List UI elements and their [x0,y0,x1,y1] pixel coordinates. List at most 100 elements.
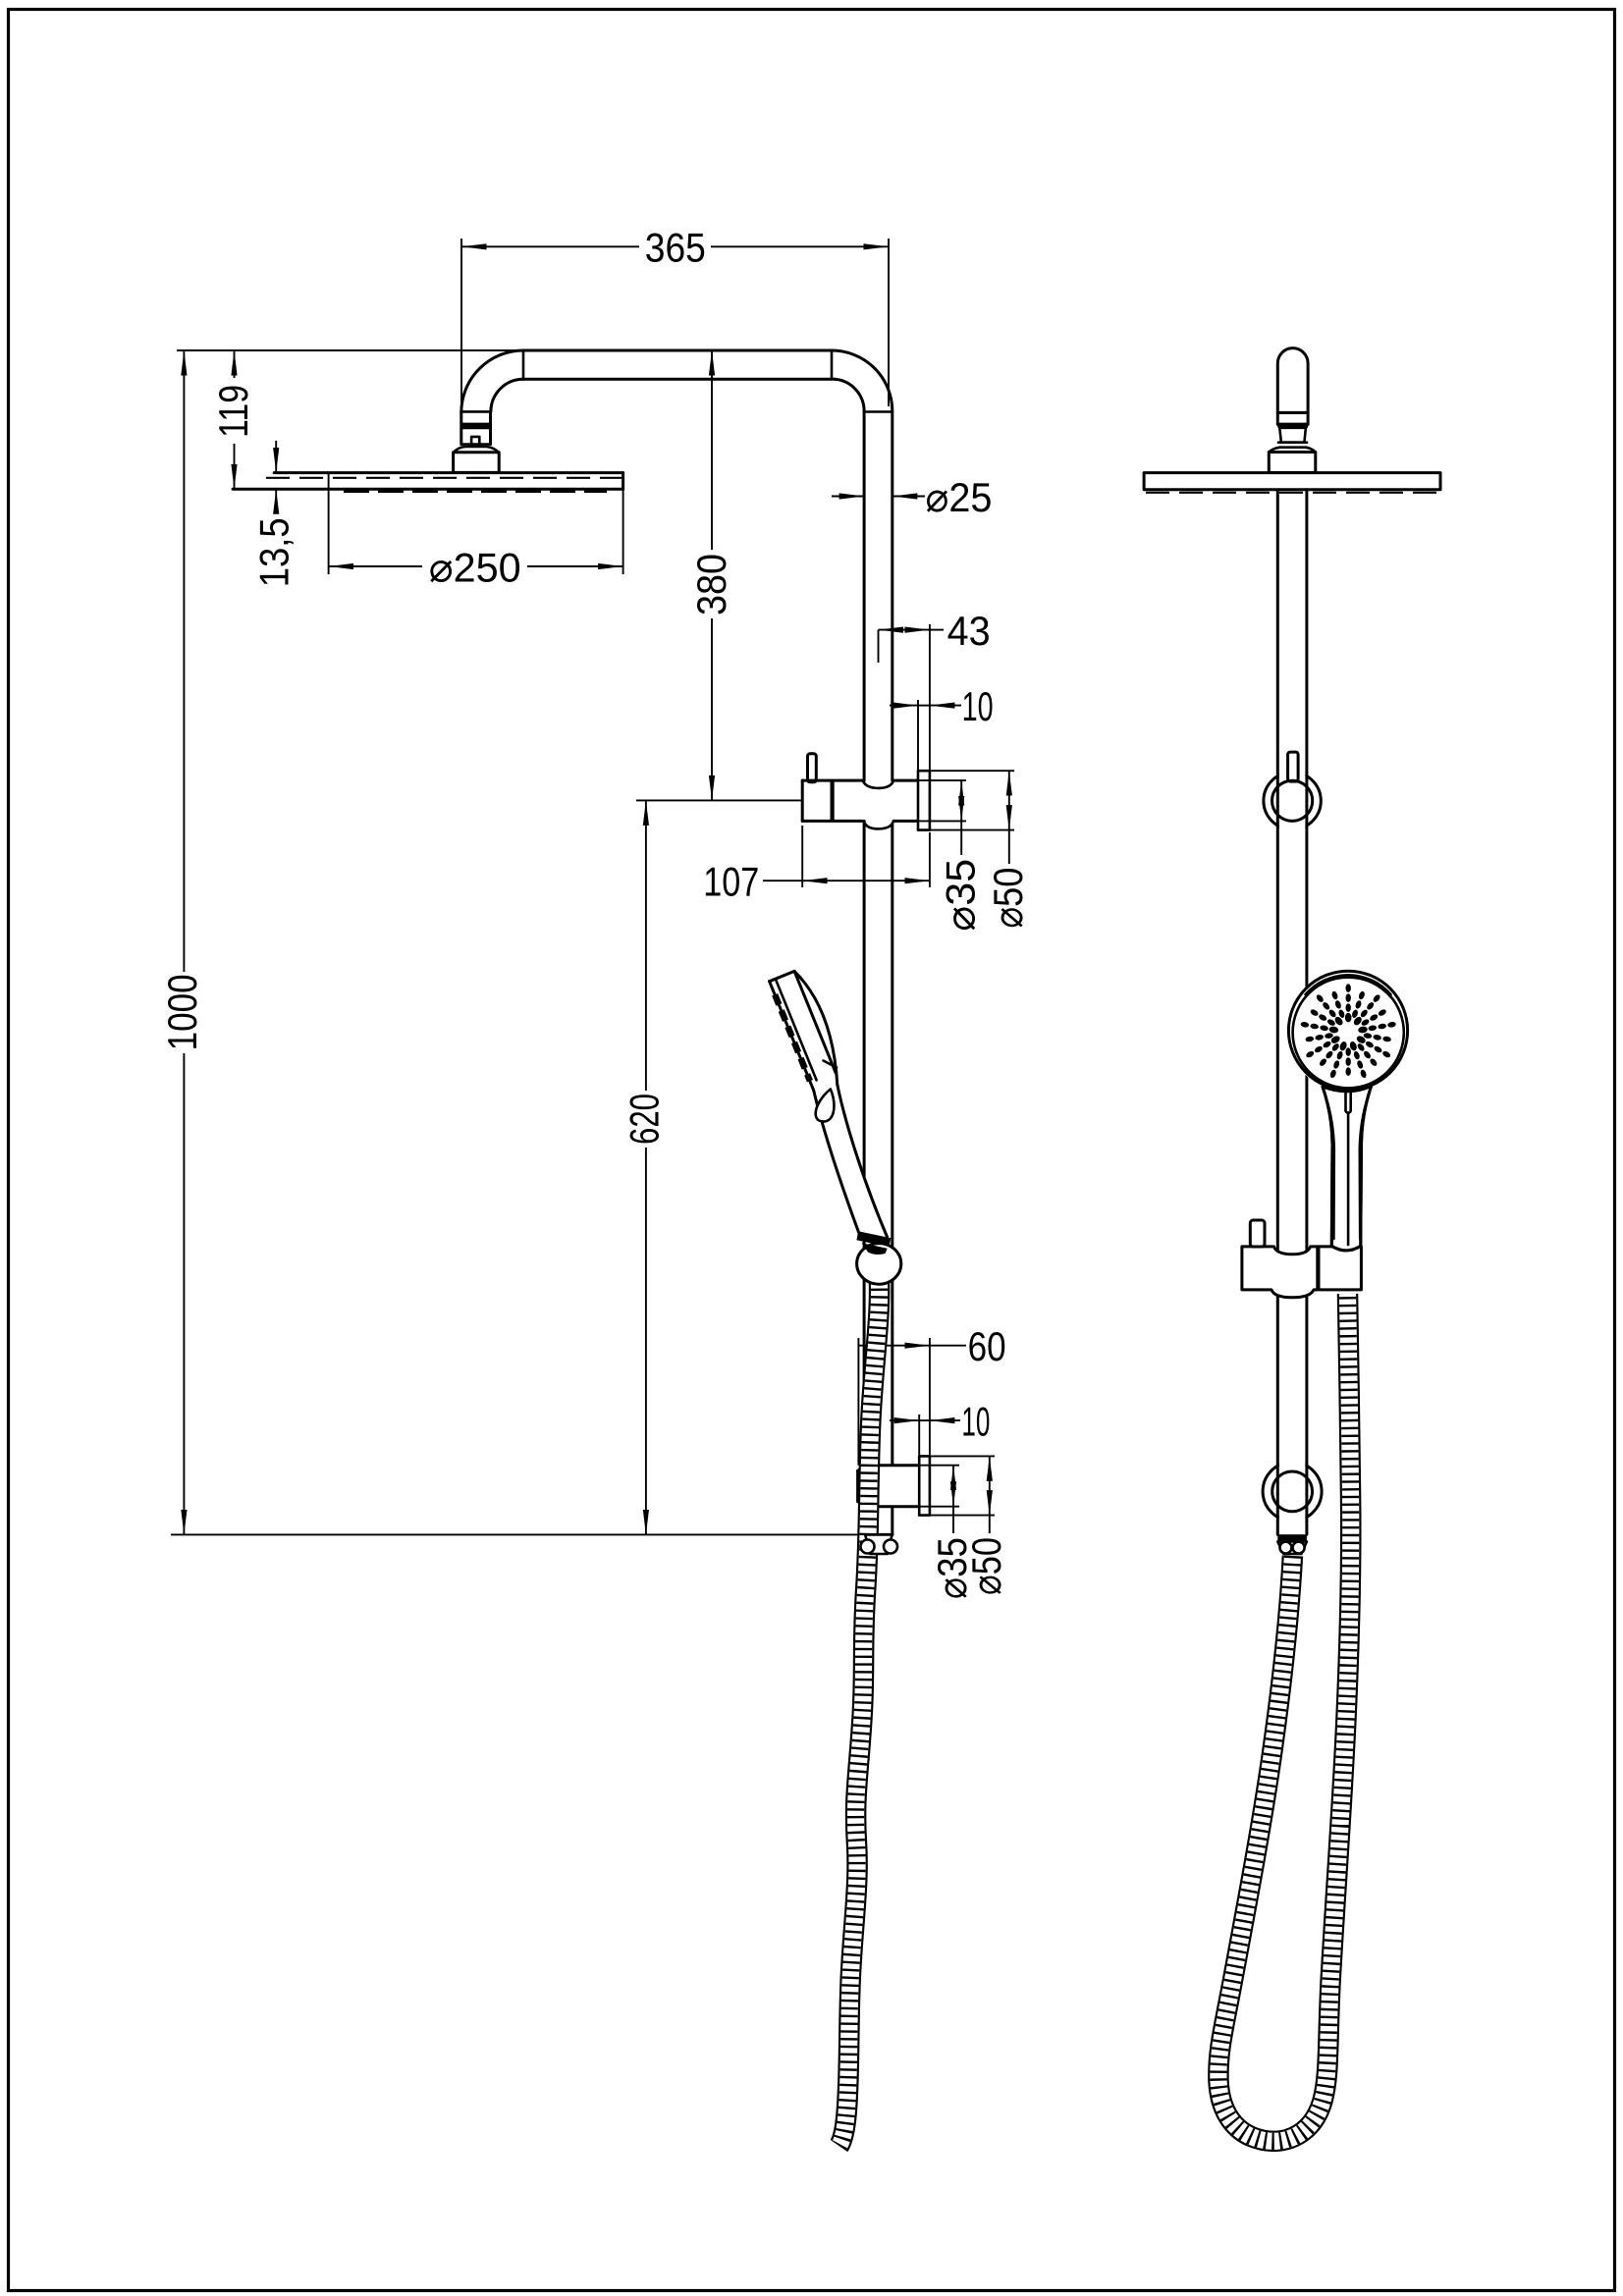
nozzle-dot [1323,1002,1330,1010]
outline-segment [834,377,866,413]
nozzle-dot [1373,1035,1381,1041]
nozzle-dot [1345,1067,1351,1076]
nozzle-dot [1360,1009,1368,1018]
nozzle-dot [1344,1012,1352,1023]
dimension-lower-wall-offset: 60 [968,1323,1006,1369]
diverter-side [1271,750,1315,823]
nozzle-dot [1323,1041,1331,1048]
nozzle-dot [1355,1000,1362,1009]
dim-head-diameter-group: ⌀250 [327,472,624,590]
dim-365-group: 365 [460,225,890,406]
outline-segment [836,1083,889,1239]
dim-119-group: 119 [177,349,523,490]
side-view [1142,347,1442,2152]
outline-segment [862,820,895,830]
nozzle-dot [1378,1023,1386,1030]
nozzle-dot [1364,1050,1371,1059]
solid-black-detail [1277,1534,1307,1542]
nozzle-dot [1319,1014,1327,1021]
pipe-outlet-side [1276,1534,1309,1556]
hose-ribs [1210,1293,1360,2150]
nozzle-dot [1305,1036,1315,1042]
diverter-bracket [800,752,1014,831]
nozzle-dot [1357,1060,1364,1069]
dimension-arm-to-diverter: 380 [688,554,734,615]
nozzle-dot [1374,1045,1382,1053]
lower-wall-plate [917,1455,932,1517]
nozzle-dot [1306,1050,1315,1058]
dimension-upper-body-diameter: ⌀35 [938,859,984,932]
dim-620-group: 620 [171,799,864,1536]
nozzle-dot [1328,1026,1339,1034]
nozzle-dot [1382,1036,1391,1042]
outline-segment [774,977,818,1082]
diverter-knob-side [1286,750,1300,783]
nozzle-dot [1370,1014,1379,1021]
nozzle-dot [1339,1041,1347,1051]
nozzle-dot [1358,990,1365,1000]
head-hub [452,451,501,474]
nozzle-dot [1328,1009,1336,1018]
shower-hose-front [830,1272,891,2153]
connector-oring [460,424,491,428]
nozzle-dot [1334,1000,1341,1009]
nozzle-dot [1325,1050,1333,1059]
nozzle-dot [1333,1060,1340,1069]
nozzle-dot [1326,1019,1335,1026]
outline-segment [1329,1244,1363,1253]
nozzle-dot [1370,1058,1378,1066]
hose-ribs [832,1272,889,2151]
outline-segment [1271,778,1315,823]
solid-black-detail [1304,974,1392,998]
white-mask [1286,969,1410,1093]
nozzle-dot [1349,1041,1357,1051]
sheet-border [6,7,1617,2293]
hand-shower-side [1286,969,1410,1253]
dim-35-upper-group: ⌀35 [938,780,984,932]
nozzle-dot [1345,1047,1351,1056]
nozzle-dot [1310,1023,1319,1030]
dimension-arm-length: 365 [645,225,706,271]
outline-segment [489,377,525,413]
nozzle-dot [1330,1036,1340,1043]
nozzle-dot [1353,1050,1360,1060]
nozzle-dot [1334,1016,1343,1026]
outline-segment [1324,1093,1336,1241]
dim-pipe-diameter-group: ⌀25 [832,474,993,520]
nozzle-dot [1352,1009,1358,1018]
nozzle-dot [1329,1069,1336,1079]
nozzle-dot [1331,1043,1339,1051]
nozzle-dot [1353,1016,1362,1026]
solid-black-detail [1277,424,1309,428]
outline-segment [822,1059,839,1069]
dim-50-lower-group: ⌀50 [963,1456,1009,1595]
dim-13-5-group: 13,5 [250,440,297,587]
shower-hose-side [1208,1293,1362,2152]
dim-60-group: 60 [857,1323,1006,1466]
connector-notch [469,435,481,446]
nozzle-dot [1345,984,1351,992]
nozzle-dot [1325,1033,1333,1039]
nozzle-dot [1331,990,1338,1000]
outline-segment [861,778,895,790]
nozzle-dot [1345,993,1351,1002]
nozzle-dot [1345,1003,1351,1012]
nozzle-dot [1360,1069,1367,1079]
nozzle-dot [1378,1009,1386,1016]
pipe-outlet-front [859,1532,899,1556]
nozzle-dot [1368,1025,1378,1032]
dim-50-upper-group: ⌀50 [985,771,1031,929]
nozzle-dot [1345,1057,1351,1066]
front-view: 365 ⌀250 119 13,5 ⌀25 [159,225,1031,2153]
outlined-part [1291,1540,1306,1555]
upper-wall-plate [916,769,932,831]
dimension-diverter-to-outlet: 620 [622,1094,668,1145]
dimension-pipe-diameter: ⌀25 [926,474,993,520]
hand-shower-nozzle-band [772,993,813,1083]
nozzle-dot [1356,1036,1366,1043]
outline-segment [792,969,838,1075]
dimension-total-height: 1000 [159,974,205,1050]
nozzle-dot [1358,1026,1368,1034]
dimension-head-thickness: 13,5 [250,517,297,587]
